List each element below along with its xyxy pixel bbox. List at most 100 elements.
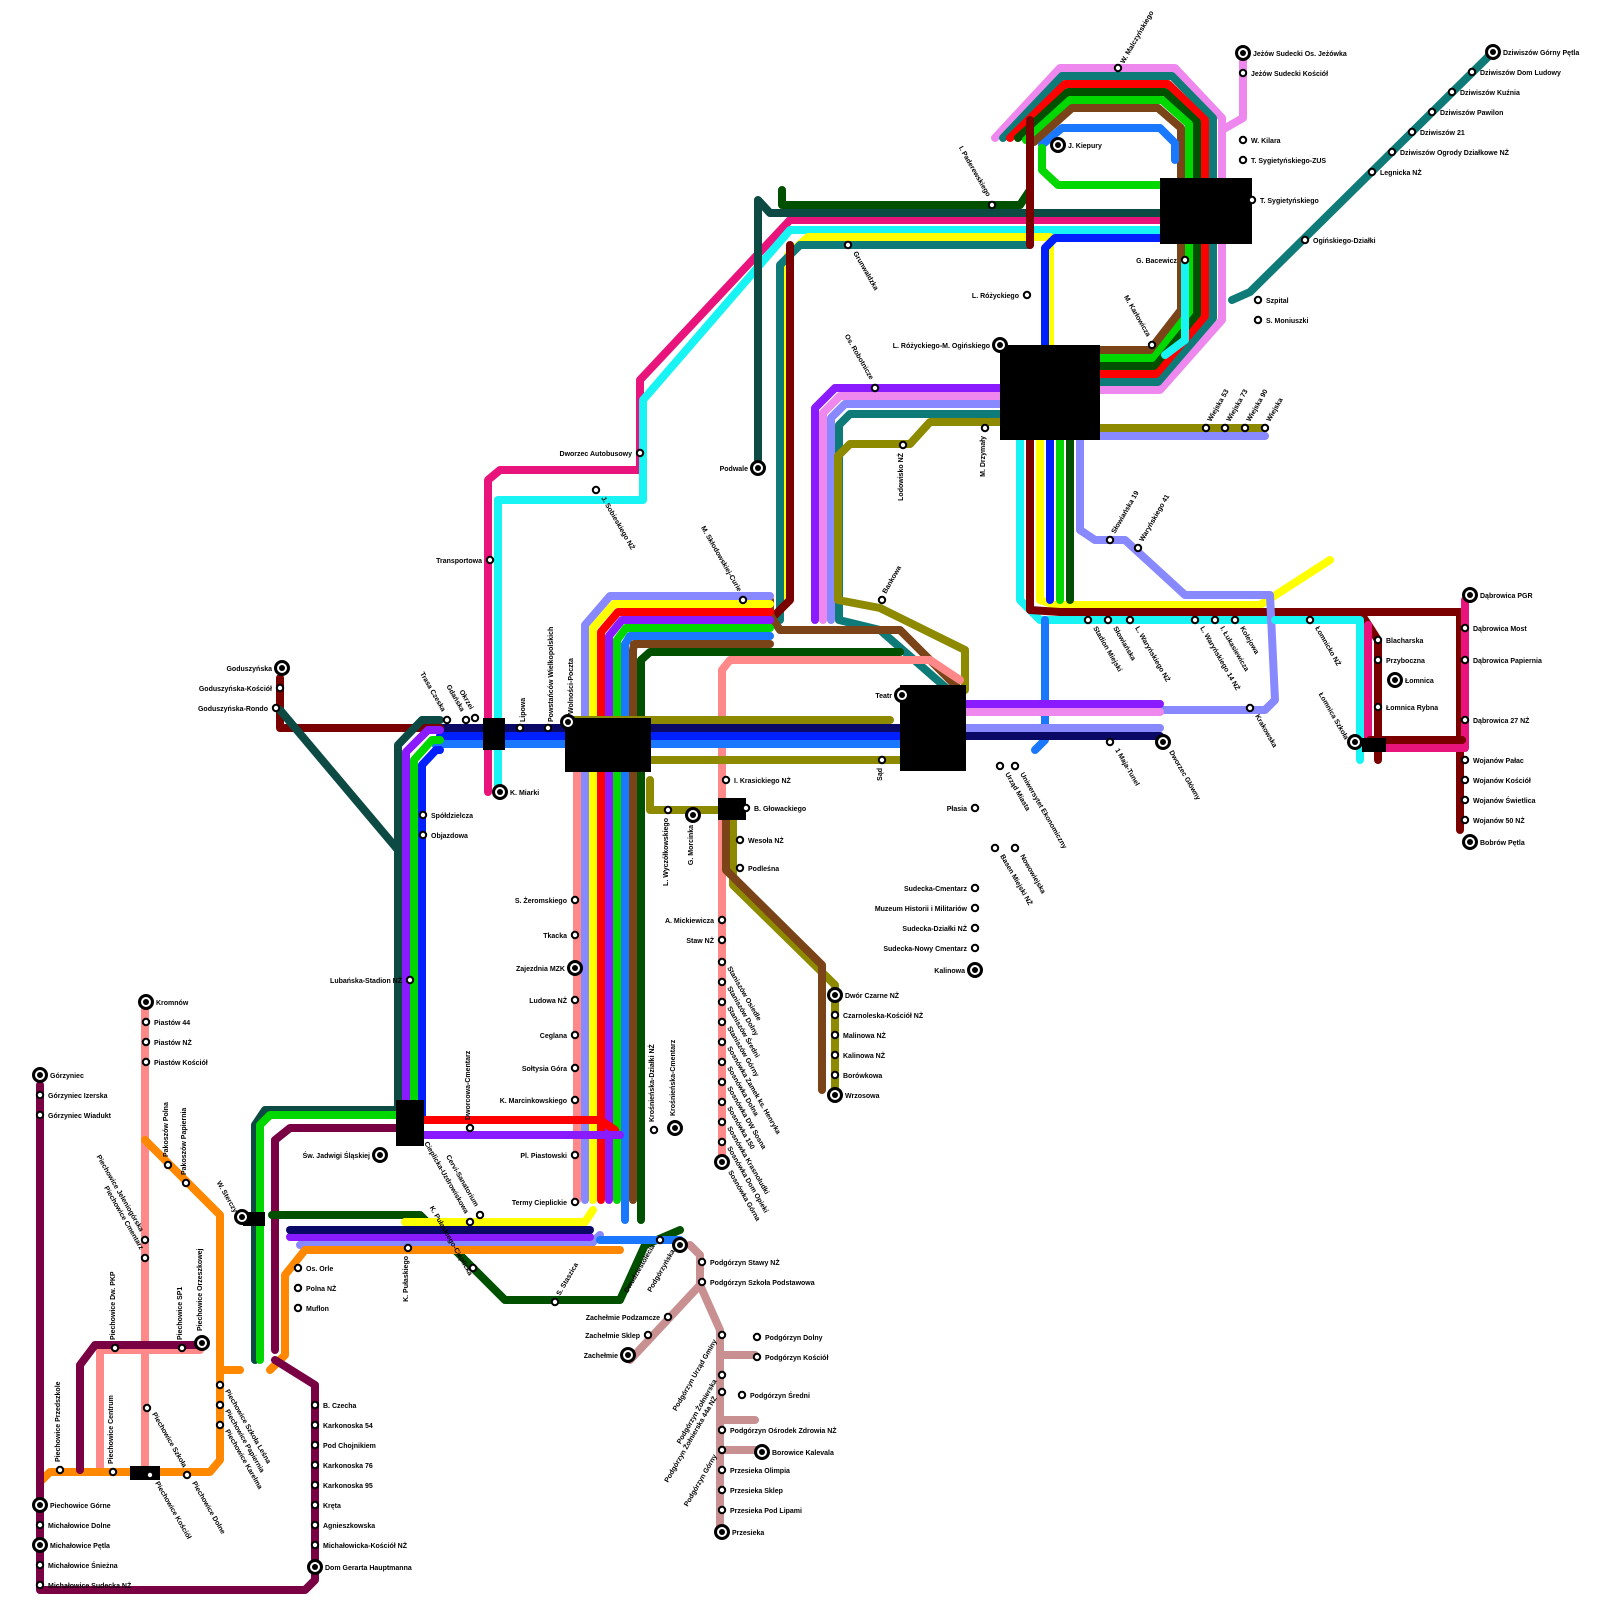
stop-lubanska[interactable]: Lubańska-Stadion NŻ bbox=[330, 977, 413, 985]
stop-ludowa[interactable]: Ludowa NŻ bbox=[529, 997, 578, 1005]
stop-powstancow[interactable]: Powstańców Wielkopolskich bbox=[545, 627, 555, 731]
stop-p-dw-pkp[interactable]: Piechowice Dw. PKP bbox=[110, 1271, 118, 1351]
stop-wojanow-kosciol[interactable]: Wojanów Kościół bbox=[1462, 777, 1531, 785]
stop-warynskiego[interactable]: L. Waryńskiego NŻ bbox=[1127, 617, 1172, 684]
stop-plastowski[interactable]: Pl. Piastowski bbox=[520, 1152, 578, 1160]
stop-muflon[interactable]: Muflon bbox=[295, 1305, 329, 1313]
stop-dom-hauptmanna[interactable]: Dom Gerarta Hauptmanna bbox=[309, 1561, 412, 1574]
stop-muzeum[interactable]: Muzeum Historii i Militariów bbox=[875, 905, 978, 913]
stop-sudecka-cmentarz[interactable]: Sudecka-Cmentarz bbox=[904, 885, 978, 893]
stop-dz-pawilon[interactable]: Dziwiszów Pawilon bbox=[1429, 109, 1504, 117]
stop-objazdowa[interactable]: Objazdowa bbox=[420, 832, 468, 840]
stop-drzymaly[interactable]: M. Drzymały bbox=[980, 425, 988, 477]
stop-goduszynska[interactable]: Goduszyńska bbox=[226, 662, 288, 675]
stop-prz-lipami[interactable]: Przesieka Pod Lipami bbox=[719, 1507, 802, 1515]
stop-kreta[interactable]: Kręta bbox=[312, 1502, 341, 1510]
stop-jadwigi[interactable]: Św. Jadwigi Śląskiej bbox=[303, 1149, 387, 1162]
stop-warynskiego41[interactable]: Waryńskiego 41 bbox=[1135, 493, 1172, 551]
stop-pod-zolnierska44[interactable]: Podgórzyn Żołnierska 44a NŻ bbox=[663, 1389, 725, 1484]
stop-przesieka[interactable]: Przesieka bbox=[716, 1526, 765, 1539]
stop-dz-ogrody[interactable]: Dziwiszów Ogrody Działkowe NŻ bbox=[1389, 149, 1510, 157]
stop-gorzyniec-izerska[interactable]: Górzyniec Izerska bbox=[37, 1092, 108, 1100]
stop-soltysia[interactable]: Sołtysia Góra bbox=[522, 1065, 578, 1073]
stop-sudecka-nowy[interactable]: Sudecka-Nowy Cmentarz bbox=[883, 945, 978, 953]
stop-kiepury[interactable]: J. Kiepury bbox=[1052, 139, 1102, 152]
stop-lodowisko[interactable]: Lodowisko NŻ bbox=[897, 442, 906, 501]
stop-sad[interactable]: Sąd bbox=[877, 757, 885, 781]
stop-maja[interactable]: 1 Maja-Tunel bbox=[1107, 739, 1140, 788]
stop-plasia[interactable]: Płasia bbox=[947, 805, 978, 813]
stop-god-kosciol[interactable]: Goduszyńska-Kościół bbox=[199, 685, 283, 693]
stop-bankowa[interactable]: Bankowa bbox=[879, 565, 903, 603]
stop-pod-stawy[interactable]: Podgórzyn Stawy NŻ bbox=[699, 1259, 781, 1267]
hub-piechowice-kosciol[interactable] bbox=[130, 1466, 160, 1480]
stop-kalinowa-nz[interactable]: Kalinowa NŻ bbox=[832, 1052, 886, 1060]
stop-michalowice-sudecka[interactable]: Michałowice Sudecka NŻ bbox=[37, 1582, 132, 1590]
stop-sygietynskiego[interactable]: T. Sygietyńskiego bbox=[1249, 197, 1319, 205]
stop-glowackiego[interactable]: B. Głowackiego bbox=[743, 805, 806, 813]
stop-dwor-czarne[interactable]: Dwór Czarne NŻ bbox=[829, 989, 900, 1002]
stop-dabrowica-papiernia[interactable]: Dąbrowica Papiernia bbox=[1462, 657, 1542, 665]
stop-pod-sredni[interactable]: Podgórzyn Średni bbox=[739, 1391, 810, 1400]
stop-zajezdnia[interactable]: Zajezdnia MZK bbox=[516, 962, 582, 975]
stop-karkonoska54[interactable]: Karkonoska 54 bbox=[312, 1422, 373, 1430]
stop-dabrowica-pgr[interactable]: Dąbrowica PGR bbox=[1464, 589, 1533, 602]
stop-pakoszow-papiernia[interactable]: Pakoszów Papiernia bbox=[181, 1108, 189, 1187]
stop-gorzyniec[interactable]: Górzyniec bbox=[34, 1069, 84, 1082]
stop-podlesna[interactable]: Podleśna bbox=[737, 865, 779, 873]
stop-borowice[interactable]: Borowice Kalevala bbox=[756, 1446, 834, 1459]
stop-agnieszkowska[interactable]: Agnieszkowska bbox=[312, 1522, 375, 1530]
stop-karkonoska95[interactable]: Karkonoska 95 bbox=[312, 1482, 373, 1490]
stop-prz-olimpia[interactable]: Przesieka Olimpia bbox=[719, 1467, 790, 1475]
stop-piastow44[interactable]: Piastów 44 bbox=[143, 1019, 190, 1027]
stop-dz-kuznia[interactable]: Dziwiszów Kuźnia bbox=[1449, 89, 1520, 97]
stop-krosnienska-dzialki[interactable]: Krośnieńska-Działki NŻ bbox=[648, 1043, 657, 1133]
stop-chojnikiem[interactable]: Pod Chojnikiem bbox=[312, 1442, 376, 1450]
stop-ceglana[interactable]: Ceglana bbox=[540, 1032, 578, 1040]
stop-zeromskiego[interactable]: S. Żeromskiego bbox=[515, 897, 578, 905]
stop-wolnosci[interactable]: Wolności-Poczta bbox=[562, 658, 576, 728]
hub-sygietynskiego[interactable] bbox=[1160, 178, 1252, 244]
stop-rozycki-oginskiego[interactable]: L. Różyckiego-M. Ogińskiego bbox=[893, 339, 1007, 352]
stop-urzad-ekonomiczny[interactable]: Uniwersytet Ekonomiczny bbox=[1012, 763, 1068, 850]
stop-god-rondo[interactable]: Goduszyńska-Rondo bbox=[198, 705, 279, 713]
stop-trasa-czeska[interactable]: Trasa Czeska bbox=[418, 671, 450, 723]
stop-zachelmie[interactable]: Zachełmie bbox=[584, 1349, 635, 1362]
stop-podwale[interactable]: Podwale bbox=[720, 462, 765, 475]
stop-prz-sklep[interactable]: Przesieka Sklep bbox=[719, 1487, 783, 1495]
stop-dworzec-autobusowy[interactable]: Dworzec Autobusowy bbox=[560, 450, 644, 458]
stop-blacharska[interactable]: Blacharska bbox=[1375, 637, 1424, 645]
stop-dabrowica-most[interactable]: Dąbrowica Most bbox=[1462, 625, 1528, 633]
stop-michalowice-dolne[interactable]: Michałowice Dolne bbox=[37, 1522, 111, 1530]
stop-teatr[interactable]: Teatr bbox=[875, 689, 908, 702]
stop-rozyckiego[interactable]: L. Różyckiego bbox=[972, 292, 1030, 300]
stop-p-gorne[interactable]: Piechowice Górne bbox=[34, 1499, 111, 1512]
stop-dz-gorny[interactable]: Dziwiszów Górny Pętla bbox=[1487, 46, 1580, 59]
stop-wesola[interactable]: Wesoła NŻ bbox=[737, 837, 785, 845]
stop-szpital[interactable]: Szpital bbox=[1255, 297, 1289, 305]
stop-grunwaldzka[interactable]: Grunwaldzka bbox=[845, 242, 879, 292]
stop-jezow-os[interactable]: Jeżów Sudecki Os. Jeżówka bbox=[1237, 47, 1347, 60]
hub-rozyckiego-oginskiego[interactable] bbox=[1000, 345, 1100, 440]
stop-wojanow-swietlica[interactable]: Wojanów Świetlica bbox=[1462, 796, 1536, 805]
stop-p-orzeszkowej[interactable]: Piechowice Orzeszkowej bbox=[196, 1248, 209, 1349]
stop-dworzec-glowny[interactable]: Dworzec Główny bbox=[1157, 736, 1202, 802]
stop-p-centrum[interactable]: Piechowice Centrum bbox=[108, 1395, 116, 1475]
stop-os-orle[interactable]: Os. Orle bbox=[295, 1265, 334, 1273]
stop-dz-dom[interactable]: Dziwiszów Dom Ludowy bbox=[1469, 69, 1561, 77]
stop-mickiewicza[interactable]: A. Mickiewicza bbox=[665, 917, 725, 925]
stop-zach-sklep[interactable]: Zachełmie Sklep bbox=[585, 1332, 651, 1340]
stop-termy[interactable]: Termy Cieplickie bbox=[512, 1199, 578, 1207]
stop-michalowice-petla[interactable]: Michałowice Pętla bbox=[34, 1539, 111, 1552]
stop-moniuszki[interactable]: S. Moniuszki bbox=[1255, 317, 1309, 325]
hub-teatr[interactable] bbox=[900, 685, 966, 771]
stop-lomnica[interactable]: Łomnica bbox=[1389, 674, 1434, 687]
stop-p-dolne[interactable]: Piechowice Dolne bbox=[184, 1472, 226, 1536]
stop-krasickiego[interactable]: I. Krasickiego NŻ bbox=[723, 777, 792, 785]
stop-dworcowa-cmentarz[interactable]: Dworcowa-Cmentarz bbox=[465, 1050, 473, 1131]
hub-wolnosci[interactable] bbox=[565, 718, 651, 772]
stop-pod-dolny[interactable]: Podgórzyn Dolny bbox=[754, 1334, 823, 1342]
stop-piastow-kosciol[interactable]: Piastów Kościół bbox=[143, 1059, 208, 1067]
stop-oginskiego-dzialki[interactable]: Ogińskiego-Działki bbox=[1302, 237, 1376, 245]
hub-dworcowa[interactable] bbox=[396, 1100, 424, 1146]
